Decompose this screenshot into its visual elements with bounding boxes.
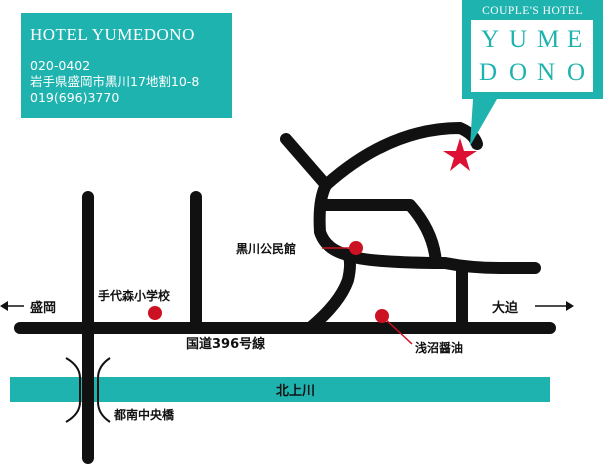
phone: 019(696)3770 [30,90,120,105]
loop-road-upper [320,199,442,269]
hotel-star-icon [443,138,477,171]
logo-letter: Y [481,26,500,53]
landmark-dot-icon [349,241,363,255]
diagonal-road [304,249,356,334]
hotel-info-box: HOTEL YUMEDONO 020-0402 岩手県盛岡市黒川17地割10-8… [21,13,232,118]
logo-subtitle: COUPLE'S HOTEL [482,5,583,17]
kitakami-river [10,377,550,402]
logo-letter: N [537,59,556,86]
landmark-dot-icon [148,306,162,320]
logo-letter: D [479,59,498,86]
postal-code: 020-0402 [30,58,91,73]
logo-letter: U [509,26,528,53]
logo-panel: Y U M E D O N O [471,20,593,92]
logo-letter: O [567,59,586,86]
logo-callout-pointer [470,99,497,146]
label-asanuma-soy: 浅沼醤油 [415,341,464,355]
label-tonan-bridge: 都南中央橋 [114,408,175,422]
hotel-name: HOTEL YUMEDONO [30,25,195,44]
logo-letter: O [509,59,528,86]
label-route396: 国道396号線 [186,337,266,352]
upper-road-left [280,133,332,191]
arrow-right-icon [535,301,574,311]
bridge-mark-left [65,357,81,423]
bridge-mark-right [97,357,111,423]
logo-letter: E [567,26,583,53]
arrow-left-icon [0,301,24,311]
label-tesirogamori-school: 手代森小学校 [98,289,171,303]
address: 岩手県盛岡市黒川17地割10-8 [30,74,200,89]
label-kitakami-river: 北上川 [276,384,316,399]
logo-letter: M [537,26,560,53]
label-kurokawa-hall: 黒川公民館 [236,242,297,256]
loop-road [313,179,541,274]
label-odako: 大迫 [492,301,519,316]
hotel-logo: COUPLE'S HOTEL Y U M E D O N O [462,0,603,99]
logo-letters: Y U M E D O N O [471,20,593,92]
landmark-dot-icon [375,309,389,323]
label-morioka: 盛岡 [30,301,57,316]
